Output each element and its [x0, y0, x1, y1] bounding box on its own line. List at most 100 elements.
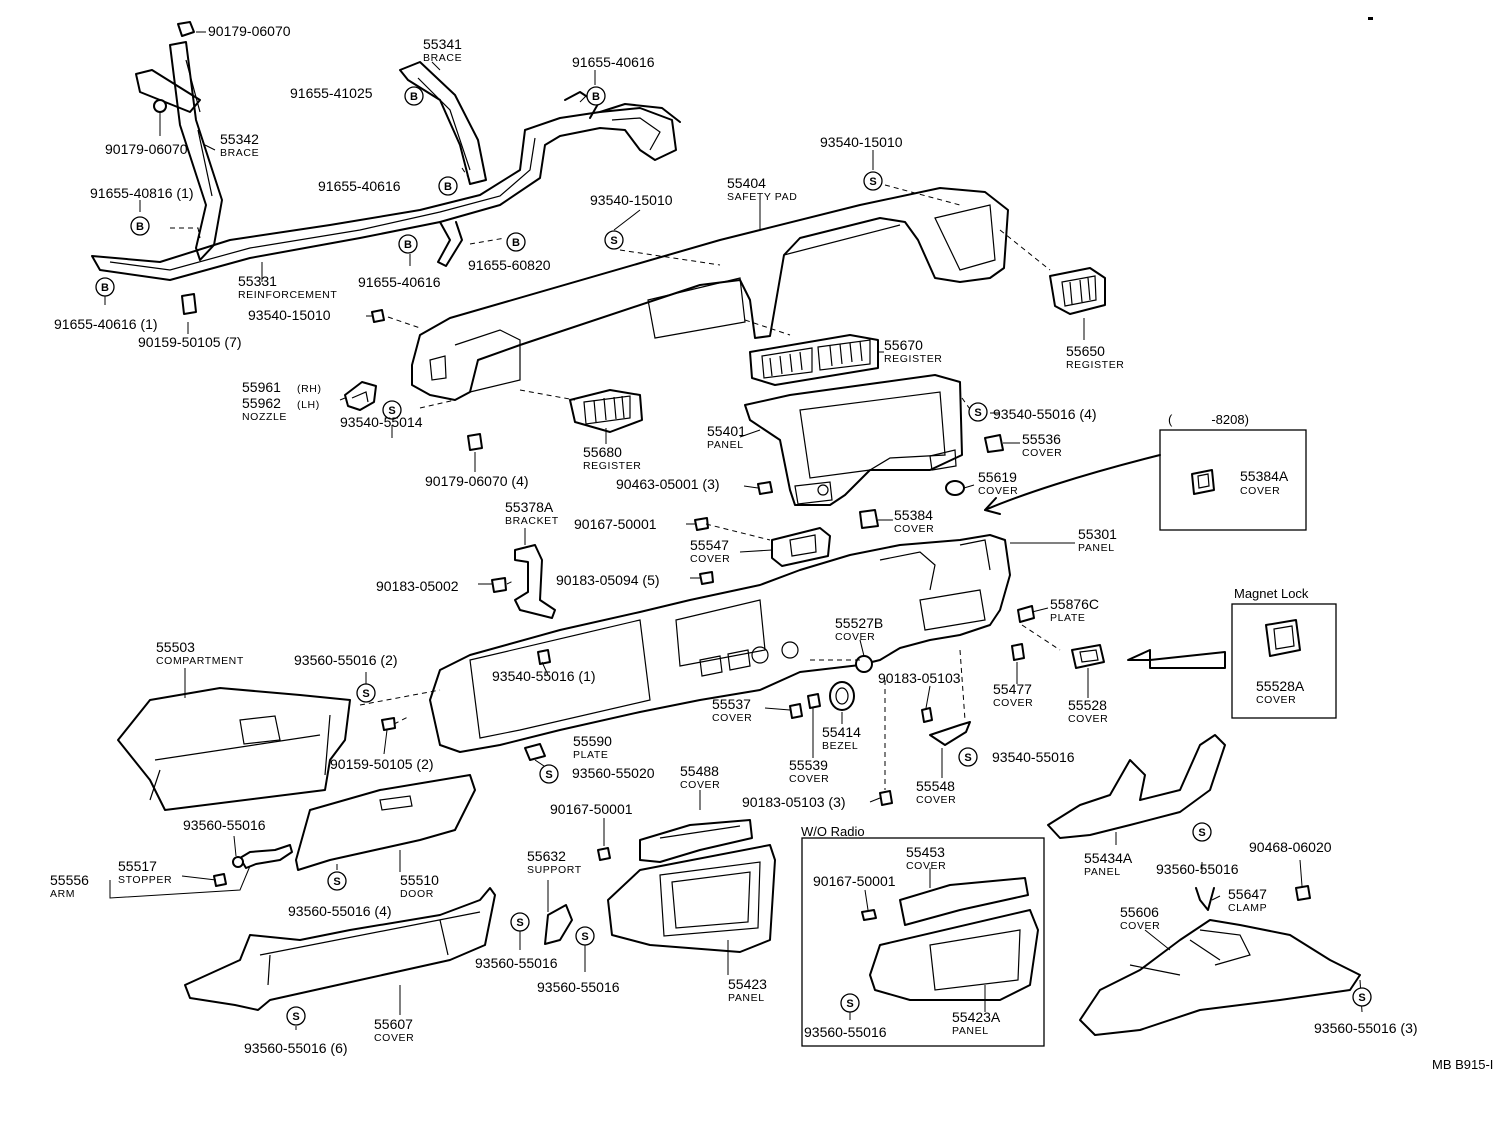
inset-serial-number: 55384A	[1240, 468, 1289, 484]
callout-name-c44: COVER	[1068, 713, 1108, 725]
callout-number-c28: 55619	[978, 469, 1017, 485]
callout-number-c71: 55423	[728, 976, 767, 992]
cover-55619-drawing	[945, 480, 965, 496]
callout-number-c19: 55670	[884, 337, 923, 353]
callout-name-c45: COVER	[712, 712, 752, 724]
cover-55453-drawing	[899, 877, 1029, 926]
screw-symbol-icon: S	[286, 1006, 306, 1026]
callout-number-c52: 55488	[680, 763, 719, 779]
callout-name-c52: COVER	[680, 779, 720, 791]
screw-symbol-icon: S	[840, 993, 860, 1013]
callout-name-c27: COVER	[1022, 447, 1062, 459]
bolt-symbol-icon: B	[398, 234, 418, 254]
svg-text:S: S	[516, 917, 523, 929]
callout-number-c24: 90179-06070 (4)	[425, 473, 529, 489]
side-tag-rh: (RH)	[297, 383, 322, 395]
corner-mark	[1368, 17, 1373, 20]
callout-number-c50: 55539	[789, 757, 828, 773]
callout-number-c21: 55962	[242, 395, 281, 411]
svg-text:B: B	[136, 221, 144, 233]
callout-number-c8: 91655-40616	[318, 178, 401, 194]
callout-name-c23: REGISTER	[583, 460, 641, 472]
callout-number-c22: 93540-55014	[340, 414, 423, 430]
callout-name-c38: COMPARTMENT	[156, 655, 244, 667]
callout-name-c33: COVER	[690, 553, 730, 565]
callout-number-c73: 93560-55016	[804, 1024, 887, 1040]
compartment-55503-drawing	[117, 687, 351, 811]
callout-name-c32: COVER	[894, 523, 934, 535]
panel-55423a-drawing	[869, 909, 1039, 1001]
inset-serial-title: ( -8208)	[1168, 412, 1249, 427]
callout-number-c18: 55650	[1066, 343, 1105, 359]
inset-box-magnet-lock: Magnet Lock 55528A COVER	[1231, 586, 1337, 719]
callout-number-c66: 55453	[906, 844, 945, 860]
cover-55539-drawing	[807, 693, 821, 709]
clip-90463-drawing	[757, 481, 773, 495]
callout-number-c67: 90167-50001	[813, 873, 896, 889]
callout-name-c62: PANEL	[1084, 866, 1121, 878]
callout-number-c38: 55503	[156, 639, 195, 655]
callout-number-c36: 90183-05094 (5)	[556, 572, 660, 588]
panel-55434a-drawing	[1047, 734, 1226, 839]
door-55510-drawing	[295, 774, 476, 871]
dashed-guides	[170, 167, 1061, 790]
nozzle-55961-drawing	[344, 381, 377, 411]
callout-number-c76: 93560-55016 (3)	[1314, 1020, 1418, 1036]
leader-lines	[104, 31, 1363, 1030]
clamp-55647-drawing	[1195, 887, 1215, 911]
bolt-symbol-icon: B	[586, 86, 606, 106]
callout-number-c13: 55331	[238, 273, 277, 289]
panel-55301-drawing	[429, 534, 1011, 753]
callout-number-c46: 55414	[822, 724, 861, 740]
cover-55606-drawing	[1079, 919, 1361, 1036]
callout-name-c48: PLATE	[573, 749, 608, 761]
svg-text:S: S	[610, 235, 617, 247]
part-callouts: 90179-0607055341BRACE91655-4102591655-40…	[50, 23, 1418, 1056]
callout-number-c42: 90183-05103	[878, 670, 961, 686]
callout-number-c29: 90463-05001 (3)	[616, 476, 720, 492]
svg-text:S: S	[964, 752, 971, 764]
callout-name-c57: STOPPER	[118, 874, 172, 886]
svg-text:S: S	[388, 405, 395, 417]
callout-number-c60: 93560-55016 (4)	[288, 903, 392, 919]
callout-number-c68: 55606	[1120, 904, 1159, 920]
callout-name-c61: SUPPORT	[527, 864, 582, 876]
callout-number-c48: 55590	[573, 733, 612, 749]
svg-text:B: B	[410, 91, 418, 103]
clip-90183-05103-drawing	[879, 790, 893, 806]
screw-symbol-icon: S	[604, 230, 624, 250]
side-tag-lh: (LH)	[297, 399, 320, 411]
callout-name-c34: PANEL	[1078, 542, 1115, 554]
svg-text:B: B	[512, 237, 520, 249]
callout-name-c18: REGISTER	[1066, 359, 1124, 371]
inset-magnet-name: COVER	[1256, 694, 1296, 706]
callout-number-c61: 55632	[527, 848, 566, 864]
cover-55536-drawing	[984, 434, 1004, 453]
callout-number-c4: 91655-40616	[572, 54, 655, 70]
bracket-55378a-drawing	[514, 544, 556, 619]
callout-name-c19: REGISTER	[884, 353, 942, 365]
screw-symbol-icon: S	[539, 764, 559, 784]
callout-name-c53: COVER	[916, 794, 956, 806]
register-55650-drawing	[1049, 267, 1106, 315]
screw-symbol-icon: S	[327, 871, 347, 891]
callout-name-c58: ARM	[50, 888, 75, 900]
callout-number-c43: 55477	[993, 681, 1032, 697]
callout-name-c28: COVER	[978, 485, 1018, 497]
cover-55384-drawing	[859, 509, 879, 529]
callout-name-c30: BRACKET	[505, 515, 559, 527]
screw-symbol-icon: S	[356, 683, 376, 703]
screw-symbol-icon: S	[1352, 987, 1372, 1007]
callout-number-c32: 55384	[894, 507, 933, 523]
inset-arrows	[984, 454, 1226, 669]
bolt-symbol-icon: B	[438, 176, 458, 196]
callout-number-c63: 93560-55016	[1156, 861, 1239, 877]
callout-number-c51: 93540-55016	[992, 749, 1075, 765]
cover-55607-drawing	[184, 887, 496, 1011]
callout-number-c53: 55548	[916, 778, 955, 794]
callout-number-c57: 55517	[118, 858, 157, 874]
callout-name-c6: BRACE	[220, 147, 259, 159]
callout-number-c14: 91655-40616	[358, 274, 441, 290]
brace-55341-drawing	[399, 61, 487, 185]
svg-text:B: B	[592, 91, 600, 103]
